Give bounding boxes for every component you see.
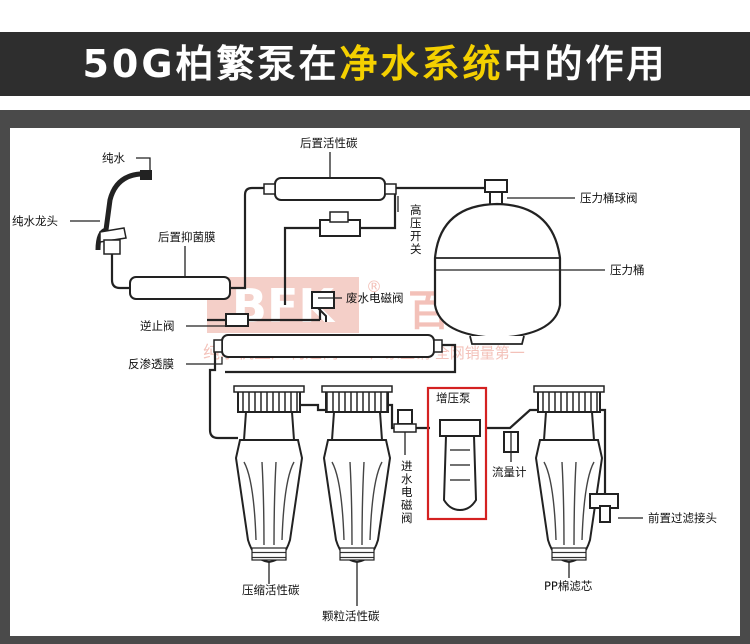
pipe-filter1-2 bbox=[300, 403, 330, 412]
compressed-carbon-filter bbox=[233, 385, 305, 564]
pressure-tank bbox=[433, 179, 562, 345]
leader-pure-water bbox=[136, 157, 151, 172]
granular-carbon-filter bbox=[321, 385, 393, 564]
title-prefix: 50G柏繁泵在 bbox=[82, 42, 340, 86]
pipe-faucet bbox=[110, 245, 130, 290]
pre-filter-fitting bbox=[589, 493, 619, 523]
pipe-switch-down bbox=[283, 226, 320, 305]
pipe-to-post-carbon bbox=[230, 186, 275, 290]
booster-pump bbox=[426, 386, 488, 521]
post-carbon-filter bbox=[263, 177, 397, 201]
banner-title: 50G柏繁泵在净水系统中的作用 bbox=[0, 32, 750, 96]
label-tank: 压力桶 bbox=[610, 263, 645, 277]
leader-ro bbox=[186, 357, 223, 365]
pp-cotton-filter bbox=[533, 385, 605, 564]
diagram-canvas bbox=[10, 128, 740, 636]
check-valve bbox=[225, 313, 249, 327]
inlet-valve bbox=[393, 409, 417, 433]
label-inlet: 进水电磁阀 bbox=[401, 459, 413, 525]
faucet bbox=[95, 170, 152, 255]
ro-membrane bbox=[213, 334, 443, 358]
pipe-ro-return bbox=[225, 343, 457, 374]
waste-valve bbox=[311, 291, 335, 322]
banner: 50G柏繁泵在净水系统中的作用 bbox=[0, 0, 750, 110]
label-post-carbon: 后置活性碳 bbox=[300, 136, 358, 150]
label-ro: 反渗透膜 bbox=[128, 357, 174, 371]
pipe-ro-to-filter bbox=[208, 345, 238, 440]
booster-pump-highlight-box bbox=[426, 386, 488, 521]
label-pump: 增压泵 bbox=[436, 391, 471, 405]
pipe-to-switch bbox=[360, 188, 397, 230]
label-antibacterial: 后置抑菌膜 bbox=[158, 230, 216, 244]
title-suffix: 中的作用 bbox=[503, 42, 668, 86]
label-pp: PP棉滤芯 bbox=[544, 579, 592, 593]
high-pressure-switch bbox=[319, 211, 361, 237]
post-antibacterial-filter bbox=[129, 276, 231, 300]
label-faucet: 纯水龙头 bbox=[12, 214, 58, 228]
label-ball-valve: 压力桶球阀 bbox=[580, 191, 638, 205]
banner-bar bbox=[0, 32, 750, 96]
label-waste: 废水电磁阀 bbox=[346, 291, 404, 305]
pipe-pump-pp bbox=[485, 408, 540, 430]
watermark-registered: ® bbox=[366, 277, 382, 296]
label-pure-water: 纯水 bbox=[102, 151, 125, 165]
label-flow: 流量计 bbox=[492, 465, 527, 479]
labels: 纯水 纯水龙头 后置活性碳 压力桶球阀 后置抑菌膜 压力桶 废水电磁阀 逆止阀 … bbox=[12, 136, 717, 623]
label-granular: 颗粒活性碳 bbox=[322, 609, 380, 623]
leader-lines bbox=[70, 152, 643, 606]
label-check: 逆止阀 bbox=[140, 319, 175, 333]
label-compressed: 压缩活性碳 bbox=[242, 583, 300, 597]
title-highlight: 净水系统 bbox=[339, 42, 504, 86]
label-switch: 高压开关 bbox=[410, 203, 422, 256]
label-fitting: 前置过滤接头 bbox=[648, 511, 717, 525]
